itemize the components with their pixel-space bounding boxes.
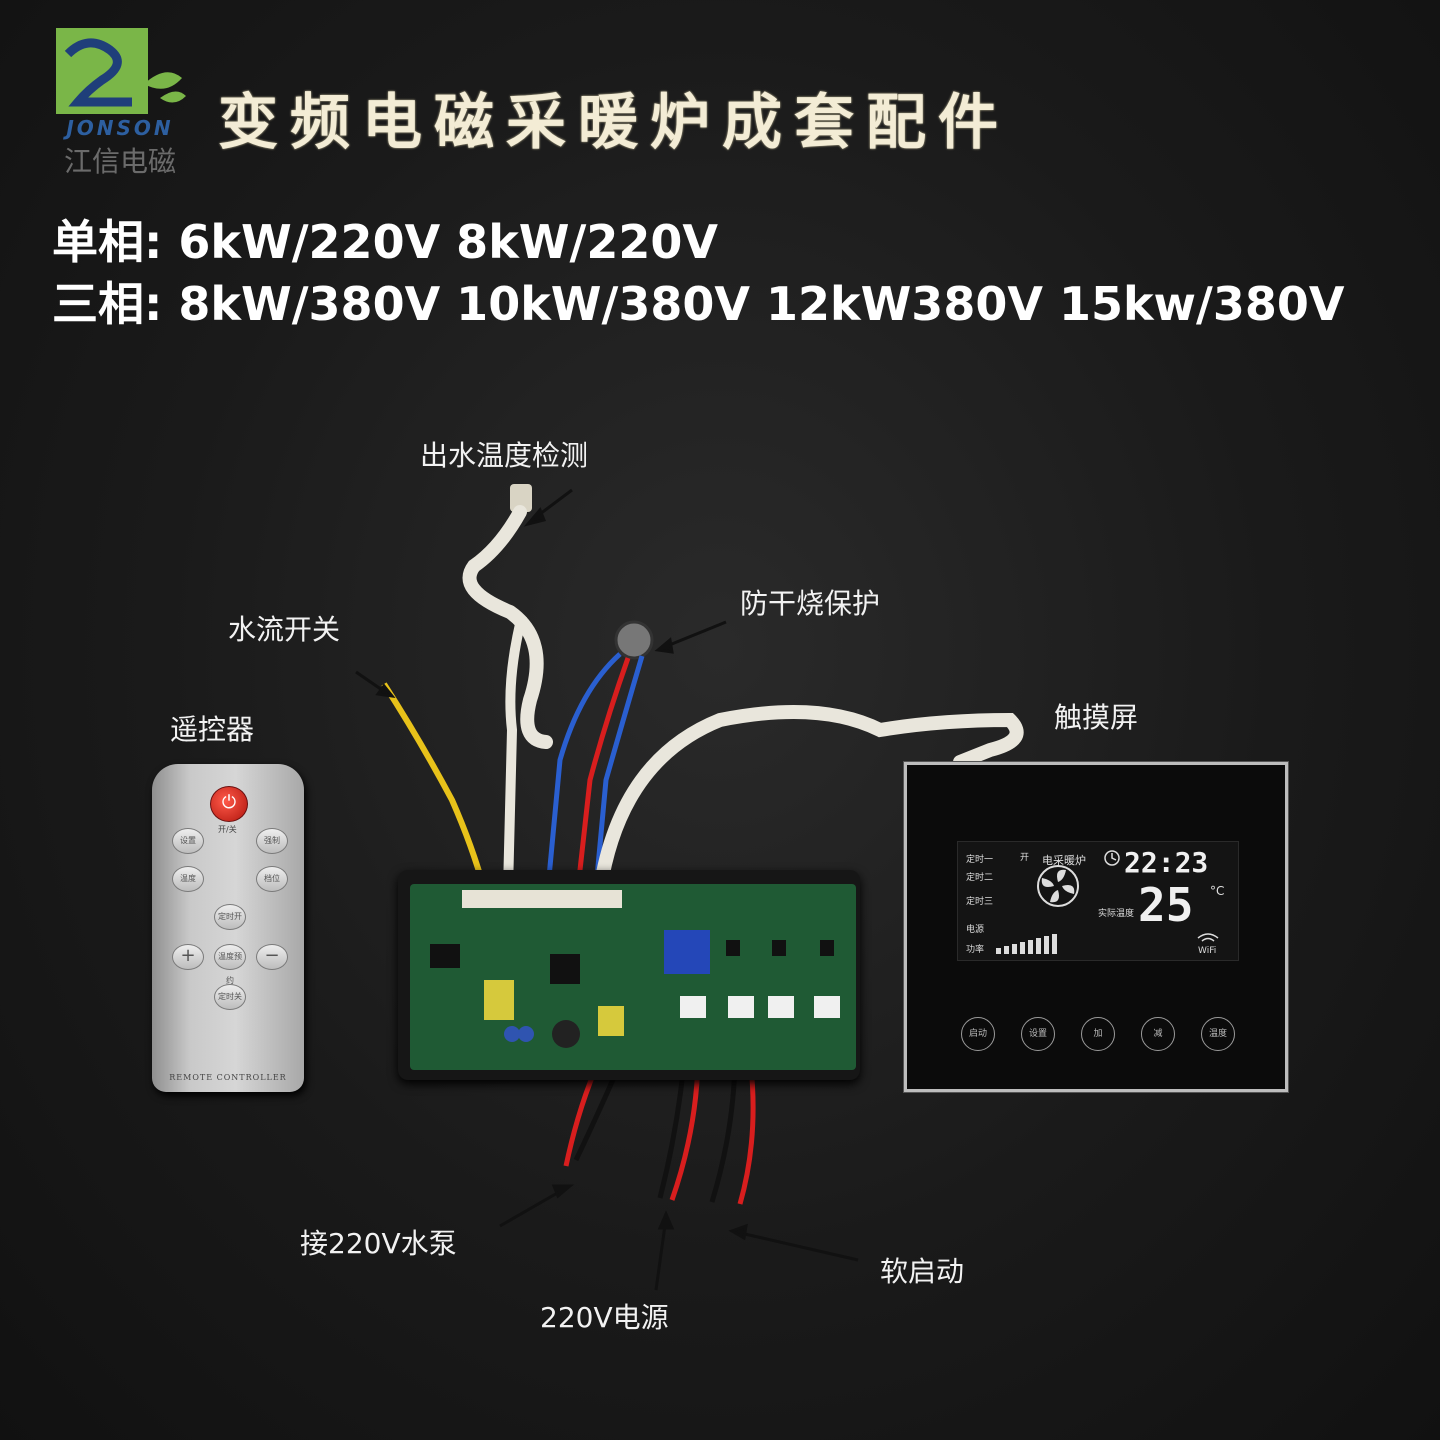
page-title: 变频电磁采暖炉成套配件: [218, 88, 1010, 158]
panel-start-button[interactable]: 启动: [961, 1017, 995, 1051]
panel-plus-button[interactable]: 加: [1081, 1017, 1115, 1051]
remote-button[interactable]: 档位: [256, 866, 288, 892]
clock-icon: [1104, 850, 1120, 866]
remote-button[interactable]: 温度: [172, 866, 204, 892]
brand-name-cn: 江信电磁: [63, 145, 176, 178]
wifi-label: WiFi: [1198, 946, 1217, 956]
remote-minus-button[interactable]: −: [256, 944, 288, 970]
remote-button[interactable]: 设置: [172, 828, 204, 854]
control-board: [410, 884, 856, 1070]
label-soft-start: 软启动: [880, 1255, 965, 1288]
temperature-unit: °C: [1210, 884, 1225, 898]
actual-temp-label: 实际温度: [1098, 909, 1135, 919]
remote-button[interactable]: 定时关: [214, 984, 246, 1010]
timer2-label: 定时二: [966, 873, 994, 883]
temperature-sensor-icon: [462, 484, 553, 891]
brand-name-en: JONSON: [66, 116, 174, 140]
label-outlet-temp: 出水温度检测: [420, 439, 589, 472]
remote-button[interactable]: 强制: [256, 828, 288, 854]
timer1-label: 定时一: [966, 855, 994, 865]
remote-power-label: 开/关: [218, 825, 237, 834]
pcb-components-icon: [430, 890, 840, 1048]
label-pump: 接220V水泵: [300, 1227, 457, 1260]
remote-button[interactable]: 定时开: [214, 904, 246, 930]
remote-footer: REMOTE CONTROLLER: [169, 1073, 287, 1082]
temperature-display: 25: [1138, 878, 1194, 932]
remote-plus-button[interactable]: +: [172, 944, 204, 970]
spec-three-phase: 三相: 8kW/380V 10kW/380V 12kW380V 15kw/380…: [52, 277, 1345, 331]
callout-arrows: [355, 488, 859, 1291]
fan-icon: [1037, 865, 1079, 907]
panel-temp-button[interactable]: 温度: [1201, 1017, 1235, 1051]
lcd-display: 定时一 开 电采暖炉 定时二 定时三 电源 功率 实际温度 WiFi 22:23…: [957, 841, 1239, 961]
label-dry-burn: 防干烧保护: [740, 587, 881, 620]
label-power: 220V电源: [540, 1301, 669, 1334]
brand-logo: JONSON 江信电磁: [48, 24, 188, 184]
panel-minus-button[interactable]: 减: [1141, 1017, 1175, 1051]
panel-settings-button[interactable]: 设置: [1021, 1017, 1055, 1051]
remote-controller: ⏻ 开/关 设置 强制 温度 档位 定时开 + 温度预约 − 定时关 REMOT…: [152, 764, 304, 1092]
logo-mark-icon: [56, 28, 186, 114]
remote-power-button[interactable]: ⏻: [210, 786, 248, 822]
timer3-label: 定时三: [966, 897, 994, 907]
thermostat-icon: [545, 620, 654, 889]
heater-label: 电采暖炉: [1042, 854, 1086, 867]
touchscreen-cable-icon: [593, 705, 1024, 897]
label-remote: 遥控器: [170, 713, 255, 746]
spec-single-phase: 单相: 6kW/220V 8kW/220V: [52, 215, 718, 269]
label-touchscreen: 触摸屏: [1054, 701, 1139, 734]
flow-switch-wire-icon: [381, 682, 489, 897]
remote-button[interactable]: 温度预约: [214, 944, 246, 985]
on-label: 开: [1020, 853, 1030, 863]
power-level-label: 功率: [966, 945, 985, 955]
power-label: 电源: [966, 925, 985, 935]
power-level-bars-icon: [996, 934, 1057, 954]
clock-display: 22:23: [1124, 846, 1209, 879]
label-water-flow: 水流开关: [228, 613, 341, 646]
wifi-icon: [1197, 933, 1219, 942]
touch-panel: 定时一 开 电采暖炉 定时二 定时三 电源 功率 实际温度 WiFi 22:23…: [904, 762, 1288, 1092]
